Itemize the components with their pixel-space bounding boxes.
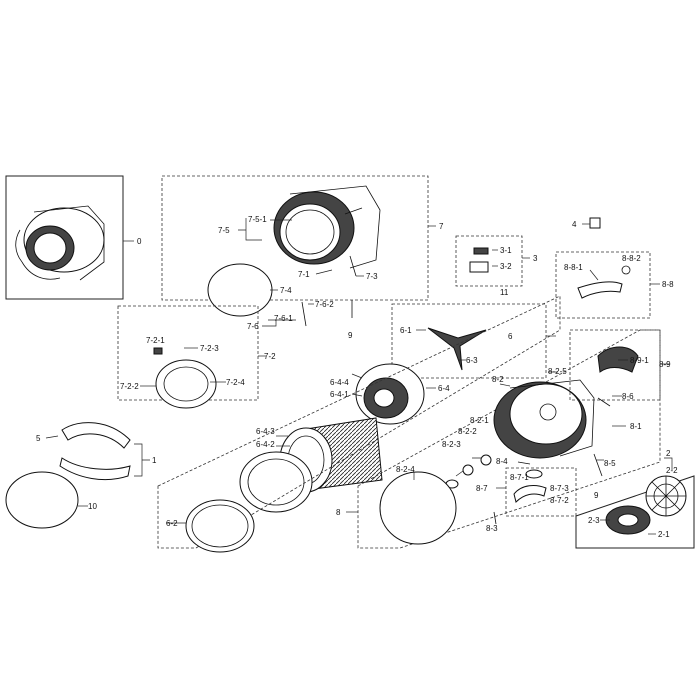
label-7-2: 7-2 xyxy=(264,352,276,361)
label-6-4-4: 6-4-4 xyxy=(330,378,349,387)
label-2-1: 2-1 xyxy=(658,530,670,539)
label-8: 8 xyxy=(336,508,341,517)
assembly-6-2-box xyxy=(157,295,561,553)
assembly-3-box xyxy=(455,235,530,287)
label-8-5: 8-5 xyxy=(604,459,616,468)
label-9-upper: 9 xyxy=(348,331,353,340)
label-3-2: 3-2 xyxy=(500,262,512,271)
label-7-6: 7-6 xyxy=(247,322,259,331)
label-1: 1 xyxy=(152,456,157,465)
label-8-2-2: 8-2-2 xyxy=(458,427,477,436)
label-3: 3 xyxy=(533,254,538,263)
label-4: 4 xyxy=(572,220,577,229)
label-9-lower: 9 xyxy=(594,491,599,500)
label-6-4-1: 6-4-1 xyxy=(330,390,349,399)
label-8-4: 8-4 xyxy=(496,457,508,466)
label-6-4-2: 6-4-2 xyxy=(256,440,275,449)
label-7-6-2: 7-6-2 xyxy=(315,300,334,309)
assembly-0-box xyxy=(5,175,134,300)
gasket-7-4 xyxy=(207,263,273,317)
label-8-6: 8-6 xyxy=(622,392,634,401)
label-6-1: 6-1 xyxy=(400,326,412,335)
label-8-7-1: 8-7-1 xyxy=(510,473,529,482)
label-8-2-1: 8-2-1 xyxy=(470,416,489,425)
label-8-2-5: 8-2-5 xyxy=(548,367,567,376)
rear-tub-part-8-2 xyxy=(493,379,595,459)
label-3-1: 3-1 xyxy=(500,246,512,255)
assembly-7-2-box xyxy=(117,305,266,409)
label-0: 0 xyxy=(137,237,142,246)
assembly-2-box xyxy=(575,457,695,549)
label-8-8-2: 8-8-2 xyxy=(622,254,641,263)
label-8-9: 8-9 xyxy=(659,360,671,369)
label-7-2-1: 7-2-1 xyxy=(146,336,165,345)
label-5: 5 xyxy=(36,434,41,443)
part-4 xyxy=(589,217,601,229)
gasket-ring-6-2-outer xyxy=(239,451,313,513)
label-2-3: 2-3 xyxy=(588,516,600,525)
label-7: 7 xyxy=(439,222,444,231)
assembly-8-8-box xyxy=(555,251,660,319)
label-7-1: 7-1 xyxy=(298,270,310,279)
label-8-7-3: 8-7-3 xyxy=(550,484,569,493)
label-7-3: 7-3 xyxy=(366,272,378,281)
label-8-9-1: 8-9-1 xyxy=(630,356,649,365)
assembly-8-9-box xyxy=(569,329,670,401)
label-8-2-4: 8-2-4 xyxy=(396,465,415,474)
label-7-6-1: 7-6-1 xyxy=(274,314,293,323)
label-7-5-1: 7-5-1 xyxy=(248,215,267,224)
label-6-4: 6-4 xyxy=(438,384,450,393)
label-6: 6 xyxy=(508,332,513,341)
label-7-2-4: 7-2-4 xyxy=(226,378,245,387)
bolt-7-6-2 xyxy=(301,301,307,327)
front-tub-part-7-5 xyxy=(273,185,381,269)
gasket-8-2-4 xyxy=(379,471,457,545)
label-7-5: 7-5 xyxy=(218,226,230,235)
label-8-1: 8-1 xyxy=(630,422,642,431)
label-8-7: 8-7 xyxy=(476,484,488,493)
label-8-2-3: 8-2-3 xyxy=(442,440,461,449)
assembly-7-box xyxy=(161,175,436,301)
label-11: 11 xyxy=(500,288,509,297)
label-7-2-2: 7-2-2 xyxy=(120,382,139,391)
label-7-2-3: 7-2-3 xyxy=(200,344,219,353)
label-6-3: 6-3 xyxy=(466,356,478,365)
label-8-8: 8-8 xyxy=(662,280,674,289)
ring-part-10 xyxy=(5,471,79,529)
label-2-2: 2-2 xyxy=(666,466,678,475)
label-8-2: 8-2 xyxy=(492,375,504,384)
label-8-3: 8-3 xyxy=(486,524,498,533)
label-8-8-1: 8-8-1 xyxy=(564,263,583,272)
label-6-2: 6-2 xyxy=(166,519,178,528)
label-10: 10 xyxy=(88,502,97,511)
bracket-part-1 xyxy=(59,422,150,481)
assembly-8-7-box xyxy=(496,467,577,517)
assembly-6-box xyxy=(391,303,556,379)
label-2: 2 xyxy=(666,449,671,458)
label-8-7-2: 8-7-2 xyxy=(550,496,569,505)
label-6-4-3: 6-4-3 xyxy=(256,427,275,436)
label-7-4: 7-4 xyxy=(280,286,292,295)
